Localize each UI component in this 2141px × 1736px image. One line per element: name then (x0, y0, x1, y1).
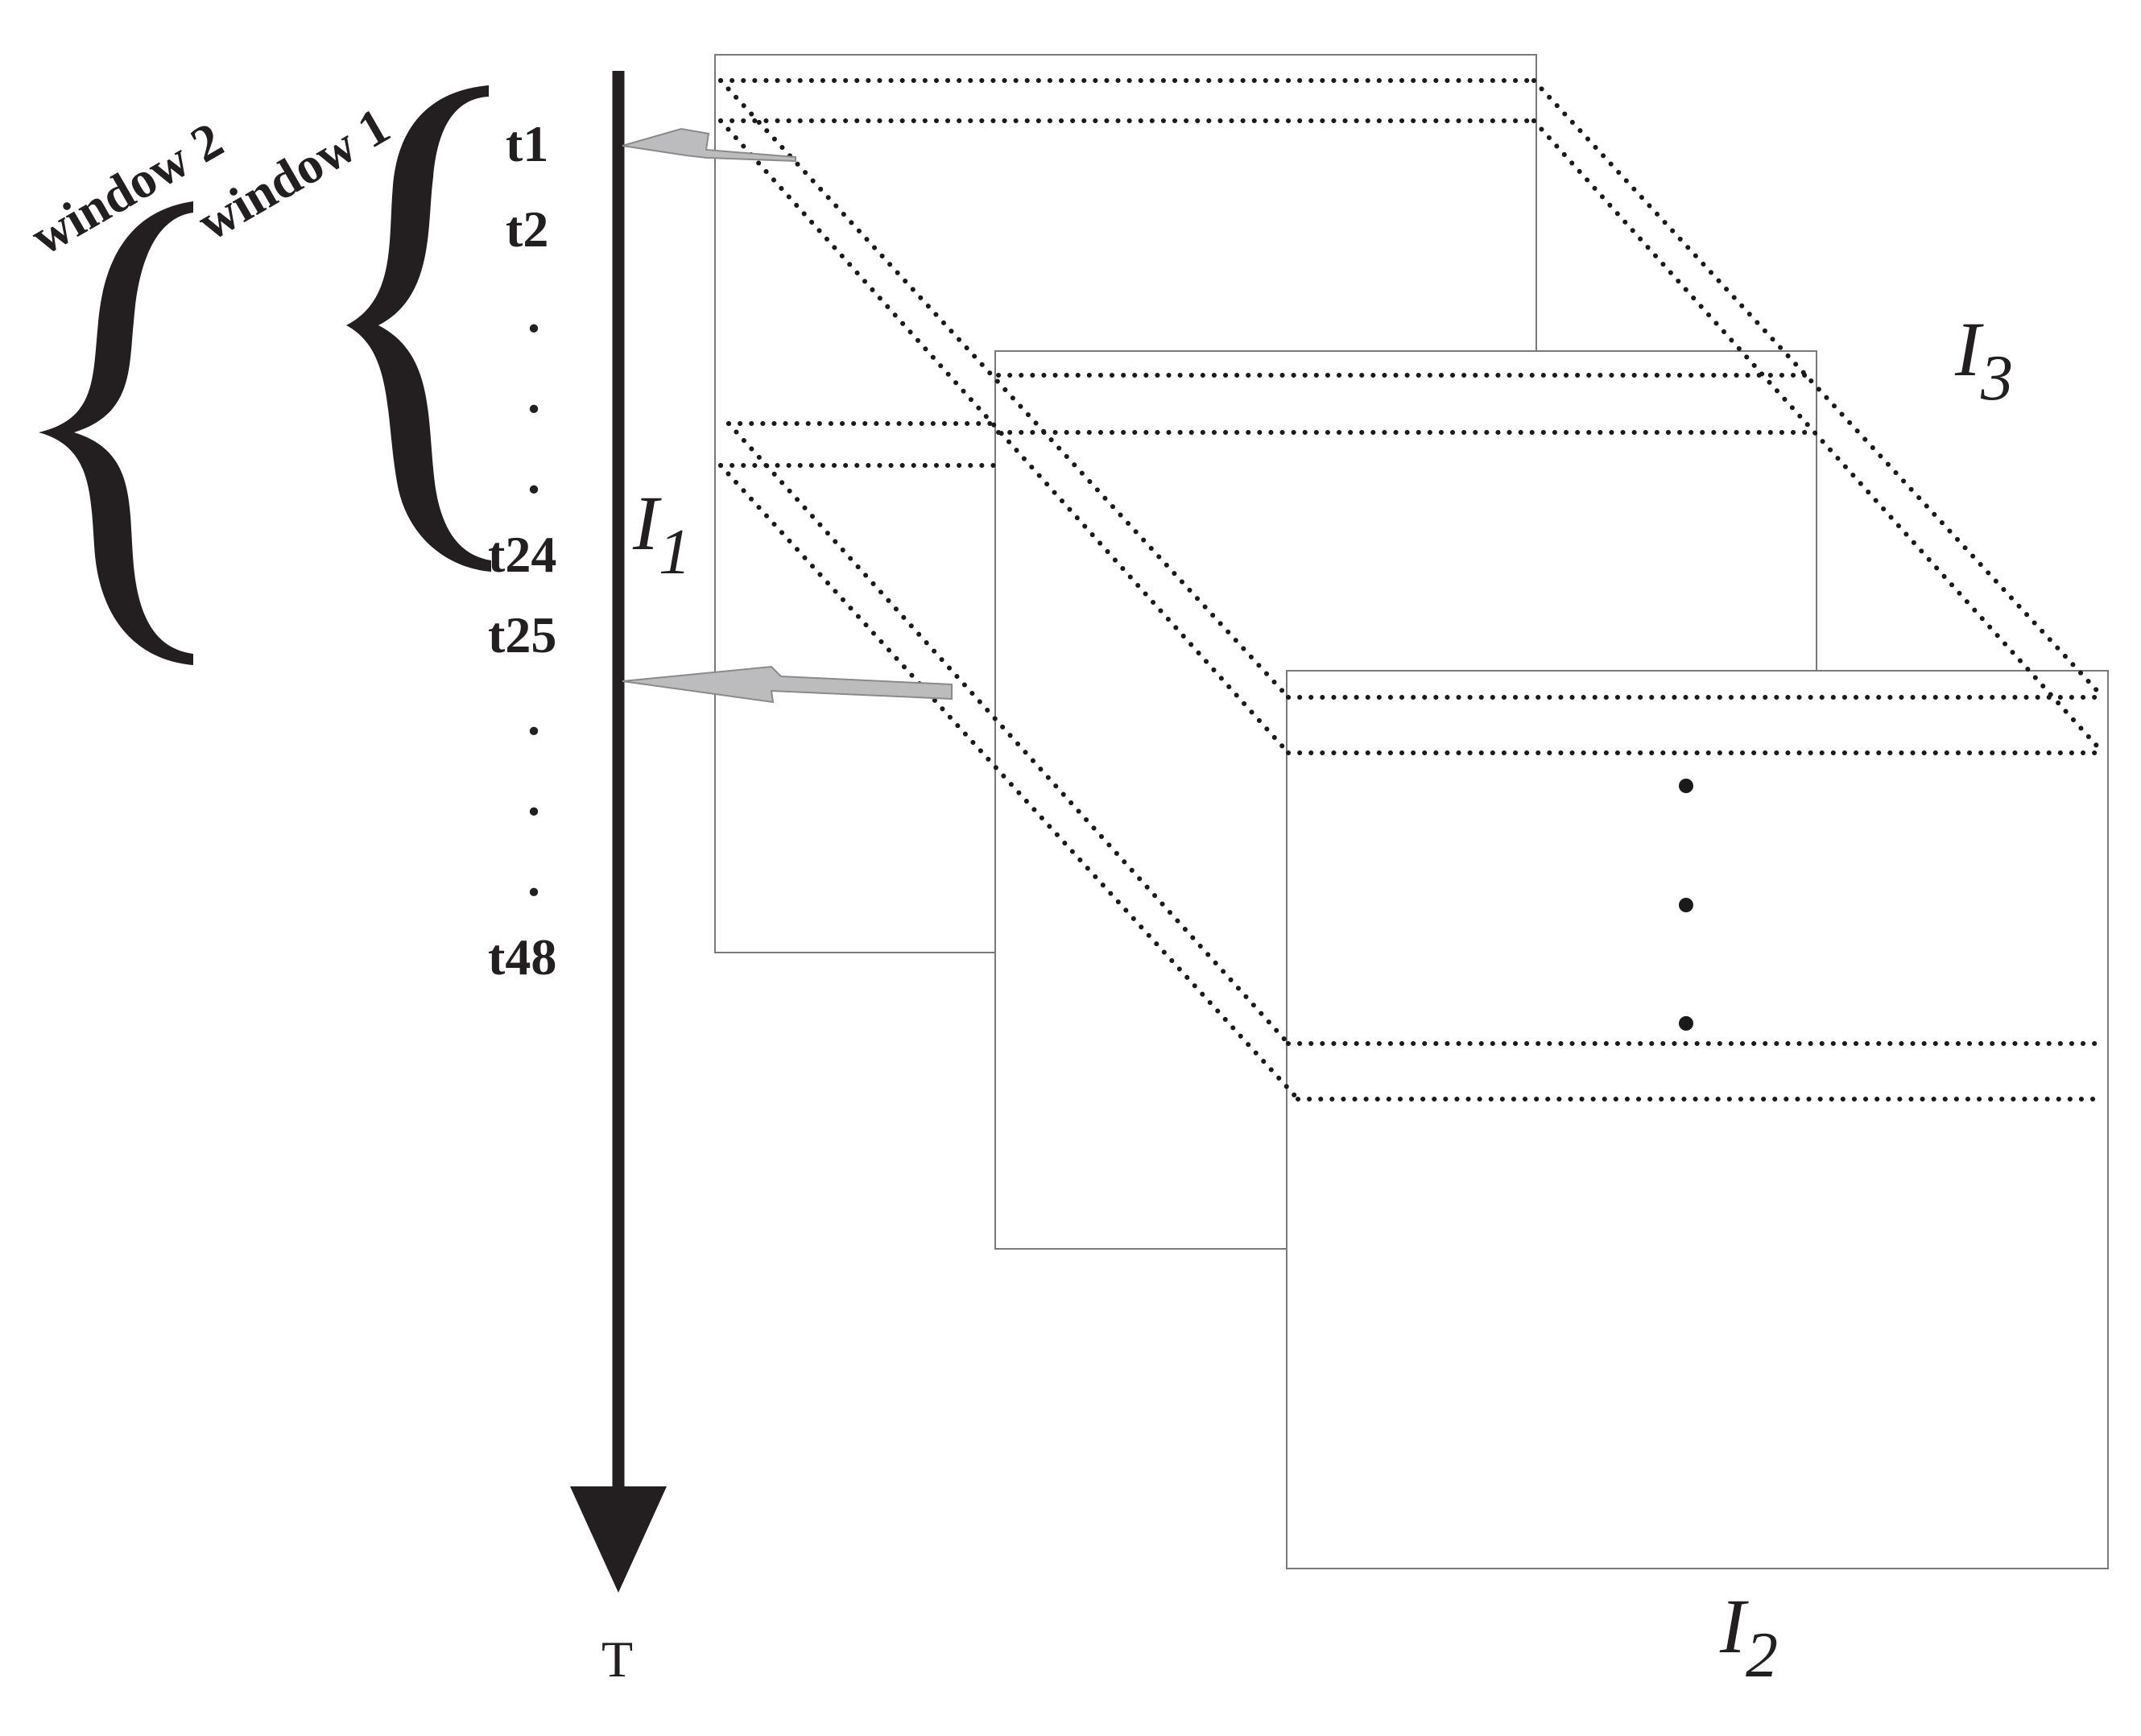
svg-text:.: . (527, 447, 540, 504)
tick-label-t48: t48 (488, 928, 556, 986)
axis-label-t: T (601, 1631, 633, 1688)
svg-text:.: . (527, 688, 540, 746)
axis-ellipsis-group-1: . . . (527, 286, 540, 504)
tick-label-t1: t1 (506, 115, 548, 172)
frame-ellipsis-dots (1679, 779, 1693, 1031)
frame-label-i3: I3 (1954, 306, 2013, 414)
frame-label-i2: I2 (1719, 1583, 1778, 1691)
pointer-arrow-window-1 (622, 127, 796, 163)
arrow-down-icon (570, 1486, 667, 1593)
svg-text:.: . (527, 769, 540, 826)
brace-window-1 (346, 85, 491, 572)
brace-window-2 (39, 201, 193, 665)
frame-label-i1: I1 (632, 480, 691, 588)
dotted-band-window-1 (718, 78, 2106, 755)
svg-text:.: . (527, 366, 540, 424)
pointer-arrow-window-2 (622, 665, 953, 704)
window-1-label: window 1 (188, 97, 399, 251)
tick-label-t2: t2 (506, 200, 548, 258)
tick-label-t25: t25 (488, 606, 556, 663)
svg-text:.: . (527, 849, 540, 907)
svg-text:.: . (527, 286, 540, 343)
time-axis (570, 71, 667, 1593)
dotted-band-window-2 (718, 421, 2106, 1102)
frame-i2-panel (1286, 670, 2109, 1569)
axis-ellipsis-group-2: . . . (527, 688, 540, 907)
tick-label-t24: t24 (488, 526, 556, 583)
